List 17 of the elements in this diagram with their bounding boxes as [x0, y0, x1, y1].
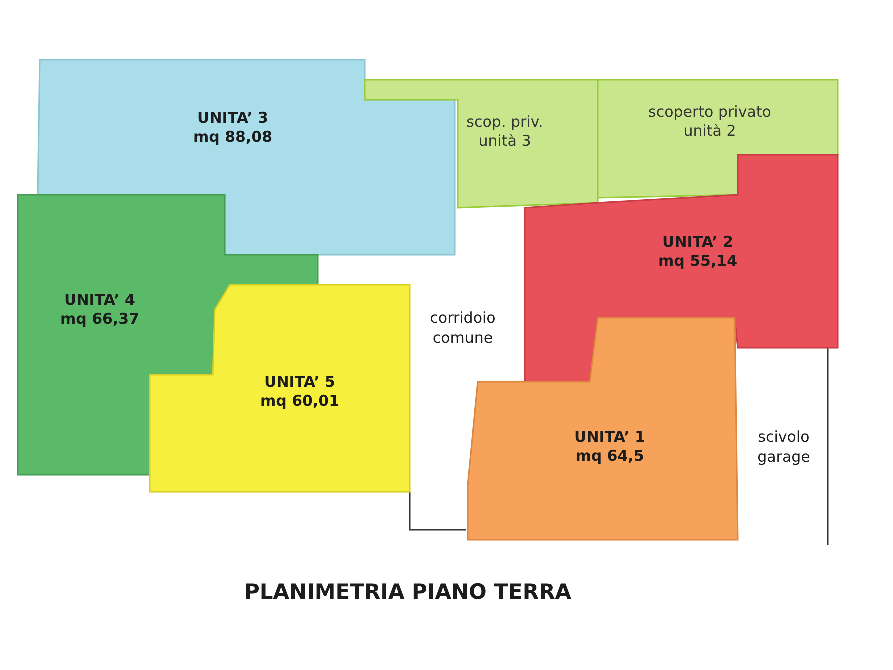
unit-name: UNITA’ 2	[662, 233, 734, 252]
room-label: scivolo garage	[756, 427, 812, 467]
area-value: mq 64,5	[574, 447, 646, 466]
area-value: mq 55,14	[658, 252, 738, 271]
room-label: corridoio comune	[429, 308, 497, 348]
unit-name: UNITA’ 4	[64, 291, 136, 310]
area-name: scoperto privato	[648, 103, 772, 122]
plan-title: PLANIMETRIA PIANO TERRA	[244, 580, 572, 604]
area-owner: unità 2	[682, 122, 738, 141]
unit-name: UNITA’ 5	[264, 373, 336, 392]
unit-name: UNITA’ 1	[574, 428, 646, 447]
unit-name: UNITA’ 3	[196, 109, 270, 128]
area-value: mq 66,37	[60, 310, 140, 329]
area-value: mq 88,08	[193, 128, 273, 147]
area-name: scop. priv.	[466, 113, 544, 132]
area-owner: unità 3	[478, 132, 532, 151]
area-value: mq 60,01	[260, 392, 340, 411]
